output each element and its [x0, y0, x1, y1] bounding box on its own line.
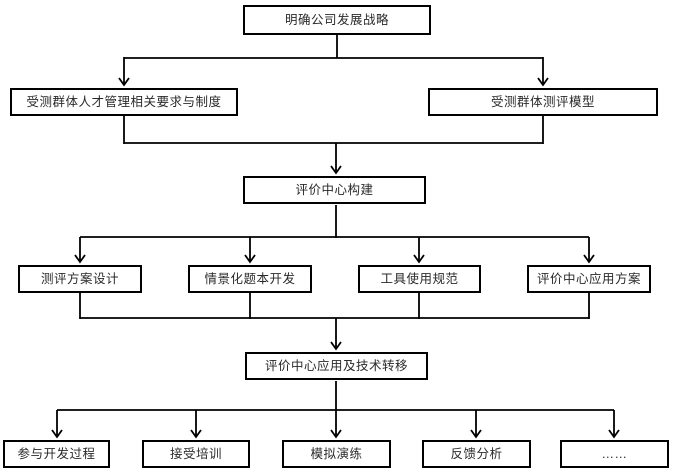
node-transfer-label: 评价中心应用及技术转移: [264, 359, 408, 374]
node-application-plan-label: 评价中心应用方案: [536, 272, 641, 287]
node-requirements-label: 受测群体人才管理相关要求与制度: [26, 95, 222, 110]
node-training: 接受培训: [142, 440, 250, 468]
node-application-plan: 评价中心应用方案: [527, 265, 651, 293]
node-requirements: 受测群体人才管理相关要求与制度: [10, 88, 238, 116]
node-scenario: 情景化题本开发: [188, 265, 312, 293]
node-model-label: 受测群体测评模型: [490, 95, 595, 110]
node-strategy-label: 明确公司发展战略: [284, 13, 389, 28]
node-design-label: 测评方案设计: [40, 272, 119, 287]
node-design: 测评方案设计: [18, 265, 142, 293]
node-transfer: 评价中心应用及技术转移: [245, 352, 428, 380]
node-construction-label: 评价中心构建: [295, 183, 374, 198]
node-participate: 参与开发过程: [3, 440, 110, 468]
node-model: 受测群体测评模型: [428, 88, 658, 116]
node-feedback-label: 反馈分析: [450, 447, 503, 462]
node-feedback: 反馈分析: [422, 440, 531, 468]
node-tools: 工具使用规范: [358, 265, 481, 293]
node-strategy: 明确公司发展战略: [243, 5, 431, 35]
node-scenario-label: 情景化题本开发: [204, 272, 296, 287]
node-more: ……: [560, 440, 669, 468]
node-more-label: ……: [601, 447, 628, 462]
node-simulation-label: 模拟演练: [310, 447, 363, 462]
node-simulation: 模拟演练: [282, 440, 391, 468]
node-tools-label: 工具使用规范: [380, 272, 459, 287]
node-participate-label: 参与开发过程: [17, 447, 96, 462]
node-training-label: 接受培训: [169, 447, 222, 462]
node-construction: 评价中心构建: [243, 176, 426, 204]
